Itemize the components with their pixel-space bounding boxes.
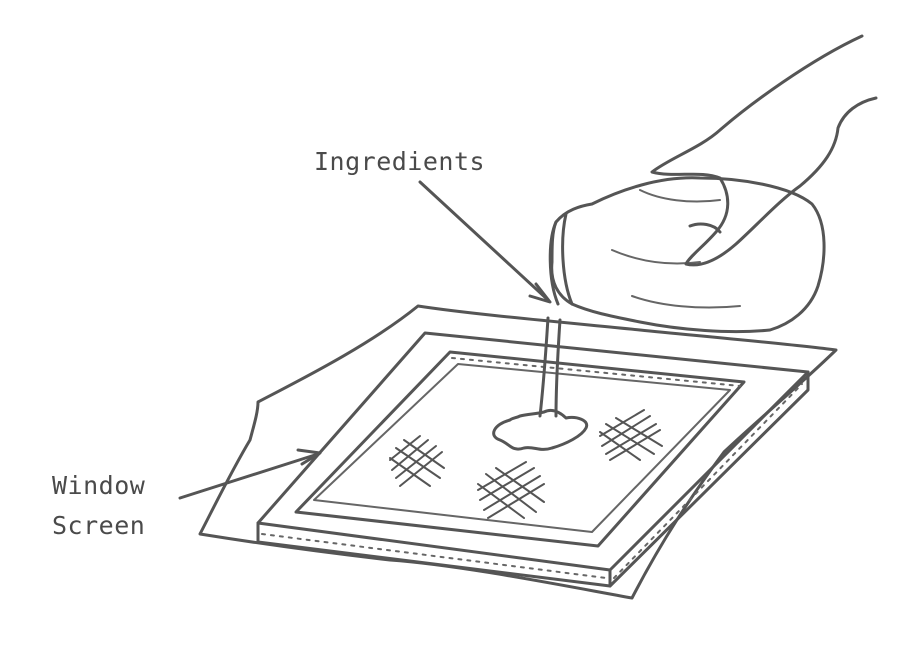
screen-frame-edge [258, 523, 610, 586]
cloth-towel [200, 306, 836, 598]
mesh-patch-center [478, 462, 544, 518]
jar-highlights [612, 190, 740, 308]
label-screen: Screen [52, 511, 145, 540]
inner-frame-texture [452, 358, 740, 386]
label-window: Window [52, 471, 146, 500]
label-ingredients: Ingredients [314, 147, 485, 176]
mesh-patch-left [390, 436, 444, 486]
window-screen-leader-line [180, 454, 318, 498]
hand [652, 36, 876, 265]
ingredients-leader-line [420, 182, 548, 300]
mesh-patch-right [600, 410, 662, 460]
